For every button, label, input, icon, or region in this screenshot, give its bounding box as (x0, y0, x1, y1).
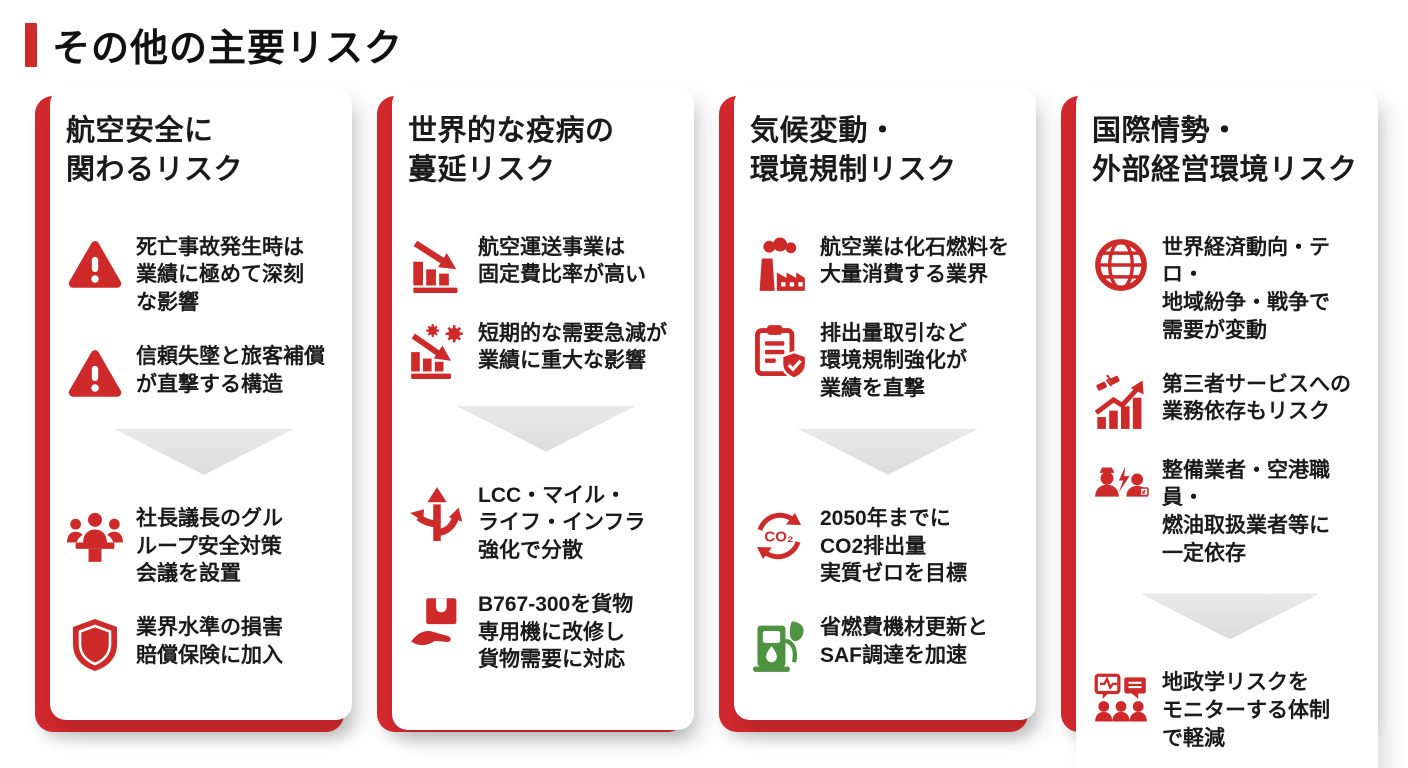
risk-item-text: 排出量取引など 環境規制強化が 業績を直撃 (820, 321, 967, 401)
risk-item: LCC・マイル・ ライフ・インフラ 強化で分散 (408, 482, 684, 565)
card-title: 気候変動・ 環境規制リスク (750, 115, 957, 186)
risk-item-text: 信頼失墜と旅客補償 が直撃する構造 (136, 344, 325, 396)
risk-item: 世界経済動向・テロ・ 地域紛争・戦争で 需要が変動 (1092, 234, 1368, 345)
risk-item-text: 業界水準の損害 賠償保険に加入 (136, 616, 283, 667)
risk-cards-row: 航空安全に 関わるリスク 死亡事故発生時は 業績に極めて深刻 な影響 信頼失墜と… (35, 88, 1378, 768)
card-panel: 気候変動・ 環境規制リスク 航空業は化石燃料を 大量消費する業界 排出量取引など… (734, 88, 1036, 721)
risk-item: 信頼失墜と旅客補償 が直撃する構造 (66, 343, 342, 403)
workers-conflict-icon (1092, 459, 1150, 517)
svg-text:CO₂: CO₂ (764, 528, 793, 545)
card-panel: 航空安全に 関わるリスク 死亡事故発生時は 業績に極めて深刻 な影響 信頼失墜と… (50, 88, 352, 721)
page-header: その他の主要リスク (0, 0, 1408, 72)
risk-item: 航空運送事業は 固定費比率が高い (408, 234, 684, 294)
risk-item-text: 省燃費機材更新と SAF調達を加速 (820, 616, 988, 667)
globe-icon (1092, 236, 1150, 294)
risk-item: 航空業は化石燃料を 大量消費する業界 (750, 234, 1026, 294)
risk-item: B767-300を貨物 専用機に改修し 貨物需要に対応 (408, 591, 684, 674)
virus-declining-chart-icon (408, 322, 466, 380)
risk-item: 地政学リスクを モニターする体制 で軽減 (1092, 669, 1368, 752)
risk-item-text: 死亡事故発生時は 業績に極めて深刻 な影響 (136, 235, 304, 315)
branching-arrows-icon (408, 484, 466, 542)
declining-chart-icon (408, 236, 466, 294)
page-title: その他の主要リスク (52, 28, 404, 70)
monitoring-team-icon (1092, 671, 1150, 729)
card-title: 世界的な疫病の 蔓延リスク (408, 115, 615, 186)
risk-item: 整備業者・空港職員・ 燃油取扱業者等に 一定依存 (1092, 457, 1368, 568)
risk-card-geopolitics: 国際情勢・ 外部経営環境リスク 世界経済動向・テロ・ 地域紛争・戦争で 需要が変… (1061, 88, 1378, 768)
risk-item-text: 第三者サービスへの 業務依存もリスク (1162, 372, 1351, 424)
risk-item-text: 地政学リスクを モニターする体制 で軽減 (1162, 671, 1330, 750)
risk-item-text: 社長議長のグル ループ安全対策 会議を設置 (136, 506, 283, 586)
warning-icon (66, 345, 124, 403)
shield-icon (66, 616, 124, 674)
risk-item: 排出量取引など 環境規制強化が 業績を直撃 (750, 320, 1026, 403)
risk-item-text: LCC・マイル・ ライフ・インフラ 強化で分散 (478, 483, 646, 563)
rising-chart-dependency-icon (1092, 373, 1150, 431)
risk-item: 業界水準の損害 賠償保険に加入 (66, 614, 342, 674)
risk-item: 第三者サービスへの 業務依存もリスク (1092, 371, 1368, 431)
risk-item-text: B767-300を貨物 専用機に改修し 貨物需要に対応 (478, 592, 634, 672)
warning-icon (66, 236, 124, 294)
clipboard-check-icon (750, 322, 808, 380)
risk-item: 死亡事故発生時は 業績に極めて深刻 な影響 (66, 234, 342, 317)
risk-item-text: 整備業者・空港職員・ 燃油取扱業者等に 一定依存 (1162, 458, 1330, 565)
risk-card-climate: 気候変動・ 環境規制リスク 航空業は化石燃料を 大量消費する業界 排出量取引など… (719, 88, 1036, 768)
factory-icon (750, 236, 808, 294)
risk-item: 短期的な需要急減が 業績に重大な影響 (408, 320, 684, 380)
card-panel: 世界的な疫病の 蔓延リスク 航空運送事業は 固定費比率が高い 短期的な需要急減が… (392, 88, 694, 730)
card-panel: 国際情勢・ 外部経営環境リスク 世界経済動向・テロ・ 地域紛争・戦争で 需要が変… (1076, 88, 1378, 768)
risk-card-aviation-safety: 航空安全に 関わるリスク 死亡事故発生時は 業績に極めて深刻 な影響 信頼失墜と… (35, 88, 352, 768)
risk-item-text: 航空運送事業は 固定費比率が高い (478, 235, 646, 287)
chevron-down-separator (114, 428, 294, 475)
title-accent-bar (25, 22, 37, 67)
risk-item-text: 世界経済動向・テロ・ 地域紛争・戦争で 需要が変動 (1162, 235, 1330, 342)
risk-item: 社長議長のグル ループ安全対策 会議を設置 (66, 505, 342, 588)
chevron-down-separator (798, 428, 978, 475)
meeting-icon (66, 507, 124, 565)
risk-item-text: 航空業は化石燃料を 大量消費する業界 (820, 235, 1009, 287)
risk-item-text: 2050年までに CO2排出量 実質ゼロを目標 (820, 506, 967, 586)
risk-item: 省燃費機材更新と SAF調達を加速 (750, 614, 1026, 674)
risk-card-pandemic: 世界的な疫病の 蔓延リスク 航空運送事業は 固定費比率が高い 短期的な需要急減が… (377, 88, 694, 768)
risk-item: CO₂ 2050年までに CO2排出量 実質ゼロを目標 (750, 505, 1026, 588)
risk-item-text: 短期的な需要急減が 業績に重大な影響 (478, 321, 667, 373)
chevron-down-separator (1140, 593, 1320, 640)
cargo-hand-icon (408, 593, 466, 651)
card-title: 航空安全に 関わるリスク (66, 115, 244, 186)
fuel-leaf-icon (750, 616, 808, 674)
co2-cycle-icon: CO₂ (750, 507, 808, 565)
chevron-down-separator (456, 405, 636, 452)
card-title: 国際情勢・ 外部経営環境リスク (1092, 115, 1358, 186)
